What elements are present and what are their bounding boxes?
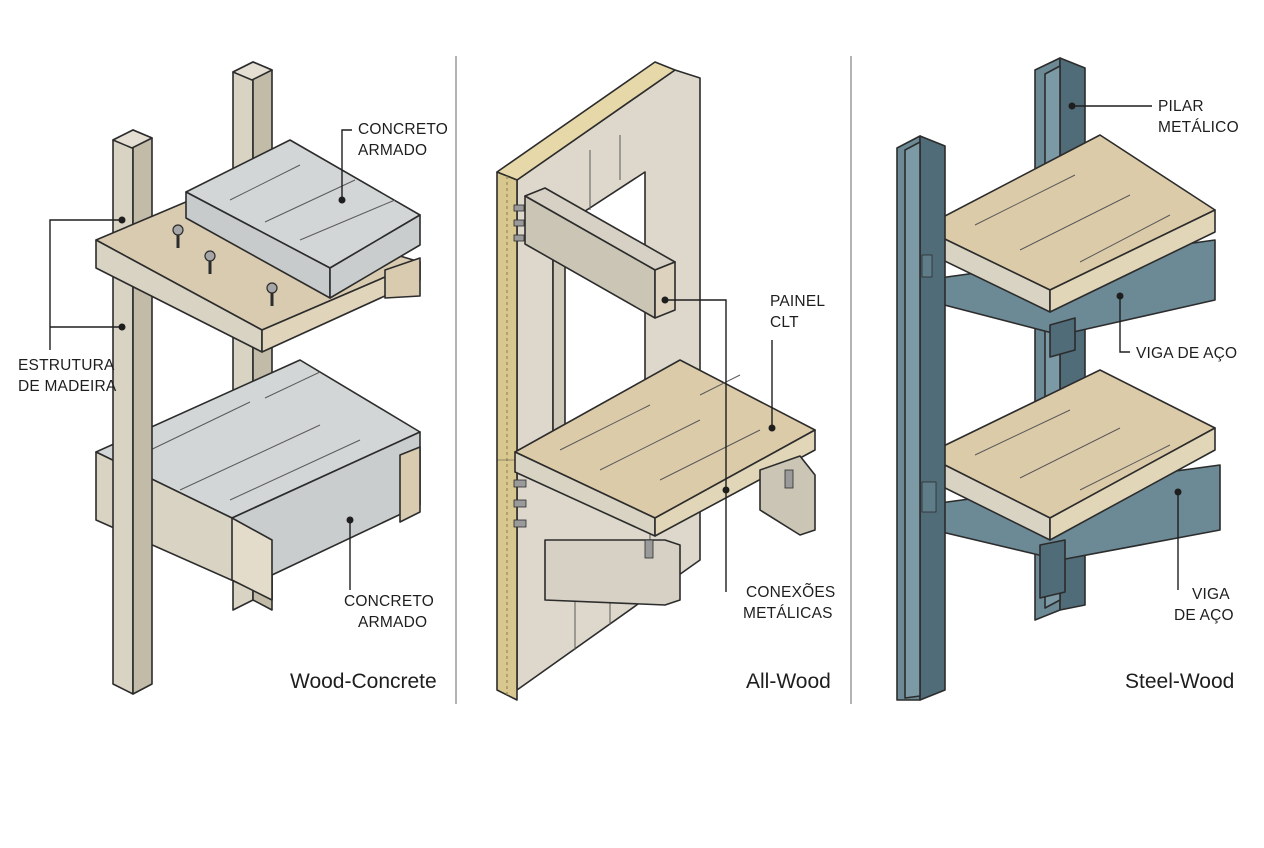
front-timber-column <box>112 129 153 695</box>
label-steel-beam-bottom-2: DE AÇO <box>1174 607 1234 624</box>
lower-steel-wood-floor <box>924 369 1221 599</box>
title-all-wood: All-Wood <box>746 670 831 693</box>
label-steel-beam-top: VIGA DE AÇO <box>1136 345 1237 362</box>
metal-connectors <box>513 204 794 559</box>
upper-wood-concrete-slab <box>95 139 421 353</box>
callouts-all-wood <box>661 296 776 592</box>
panel-steel-wood: PILAR METÁLICO VIGA DE AÇO VIGA DE AÇO S… <box>896 57 1239 701</box>
shear-connectors <box>172 224 278 306</box>
label-concrete-bottom-1: CONCRETO <box>344 593 434 610</box>
label-steel-column-1: PILAR <box>1158 98 1204 115</box>
panel-wood-concrete: CONCRETO ARMADO ESTRUTURA DE MADEIRA CON… <box>18 61 448 695</box>
label-wood-structure-1: ESTRUTURA <box>18 357 115 374</box>
front-steel-column <box>896 135 946 701</box>
label-concrete-top-2: ARMADO <box>358 142 427 159</box>
clt-floor-slab <box>514 359 816 537</box>
title-steel-wood: Steel-Wood <box>1125 670 1234 693</box>
label-wood-structure-2: DE MADEIRA <box>18 378 117 395</box>
title-wood-concrete: Wood-Concrete <box>290 670 437 693</box>
panel-all-wood: PAINEL CLT CONEXÕES METÁLICAS All-Wood <box>496 61 835 701</box>
label-metal-connections-2: METÁLICAS <box>743 605 833 622</box>
label-metal-connections-1: CONEXÕES <box>746 584 835 601</box>
label-clt-panel-2: CLT <box>770 314 799 331</box>
label-clt-panel-1: PAINEL <box>770 293 825 310</box>
callouts-steel-wood <box>1068 102 1182 590</box>
label-steel-beam-bottom-1: VIGA <box>1192 586 1230 603</box>
label-concrete-bottom-2: ARMADO <box>358 614 427 631</box>
label-steel-column-2: METÁLICO <box>1158 119 1239 136</box>
upper-steel-wood-floor <box>921 134 1216 358</box>
label-concrete-top-1: CONCRETO <box>358 121 448 138</box>
header-beam <box>524 187 676 319</box>
callouts-wood-concrete <box>49 129 354 590</box>
